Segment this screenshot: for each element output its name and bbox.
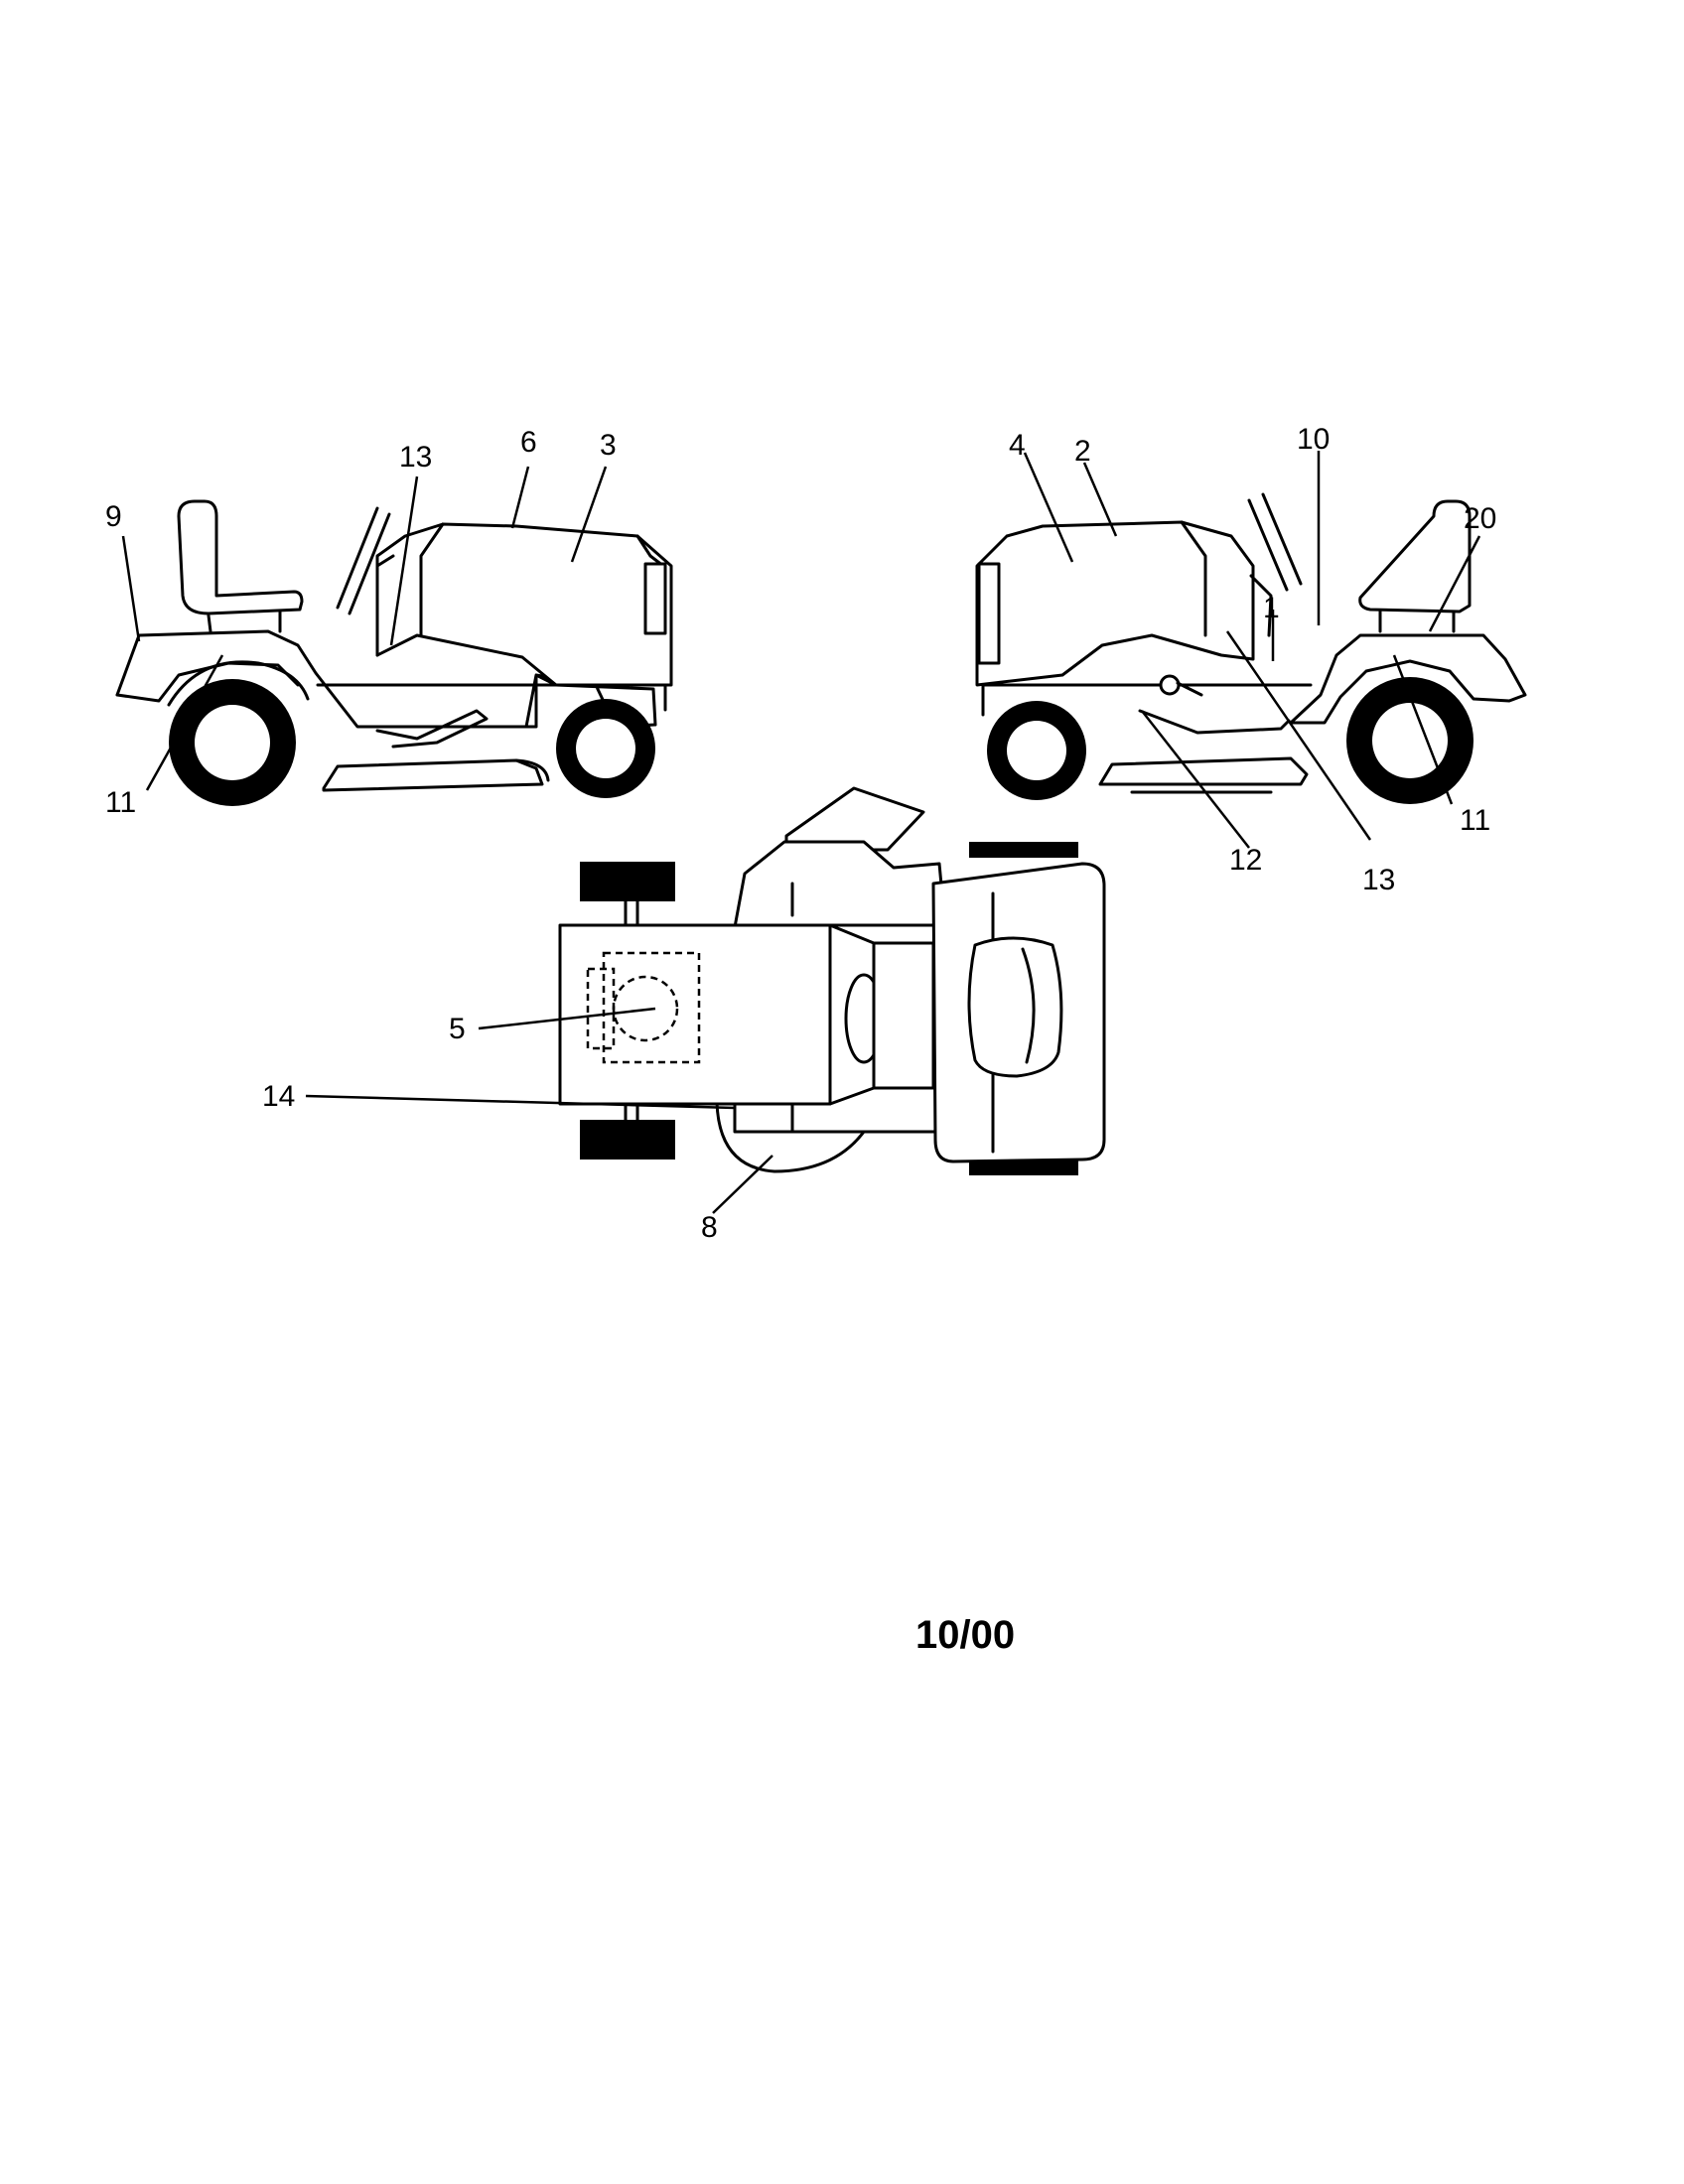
hood-right [975, 520, 1255, 687]
callout-leaders [121, 451, 1481, 1214]
callout-left-11: 11 [105, 786, 136, 819]
mower-deck-right [1098, 756, 1309, 786]
callout-left-13: 13 [399, 441, 432, 474]
steering-column-left [375, 554, 395, 657]
steering-wheel-left [336, 506, 391, 615]
seat-left [177, 499, 304, 615]
date-code: 10/00 [915, 1613, 1015, 1657]
callout-top-14: 14 [262, 1080, 295, 1113]
tractor-right-side-view [975, 492, 1527, 804]
tractor-left-side-view [115, 499, 673, 806]
callout-right-2: 2 [1074, 435, 1091, 468]
callout-numbers: 9 13 6 3 11 4 2 10 20 1 12 13 11 5 14 8 [105, 423, 1496, 1244]
callout-right-12: 12 [1229, 844, 1262, 877]
mower-deck-top [733, 840, 947, 929]
top-tire-upper-left [580, 862, 675, 901]
callout-right-4: 4 [1009, 429, 1026, 462]
callout-top-8: 8 [701, 1211, 718, 1244]
decal-area-outline [602, 951, 701, 1064]
callout-right-13: 13 [1362, 864, 1395, 896]
hood-left [375, 522, 673, 687]
callout-left-3: 3 [600, 429, 617, 462]
tractor-top-view [558, 786, 1106, 1175]
callout-top-5: 5 [449, 1013, 466, 1045]
callout-left-6: 6 [520, 426, 537, 459]
mower-deck-left [322, 758, 544, 792]
callout-right-1: 1 [1263, 592, 1280, 624]
callout-right-10: 10 [1297, 423, 1330, 456]
callout-left-9: 9 [105, 500, 122, 533]
callout-right-20: 20 [1464, 502, 1496, 535]
seat-right [1358, 499, 1472, 614]
rear-fender-right [1289, 633, 1527, 725]
top-tire-lower-left [580, 1120, 675, 1160]
steering-wheel-right [1247, 492, 1303, 592]
callout-right-11: 11 [1460, 804, 1490, 837]
seat-top [967, 936, 1063, 1078]
